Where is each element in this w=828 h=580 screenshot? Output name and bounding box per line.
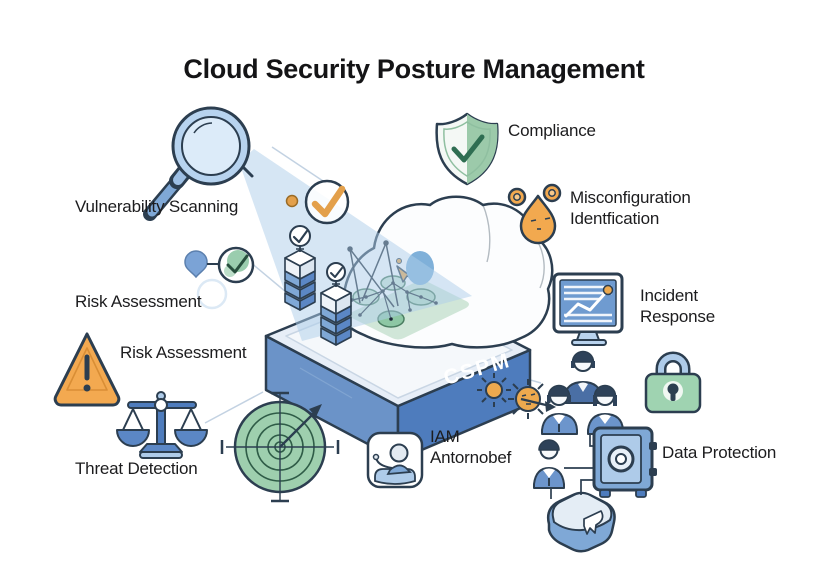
- page-title: Cloud Security Posture Management: [183, 54, 645, 85]
- person-desk-icon: [366, 431, 424, 489]
- radar-target-icon: [220, 391, 340, 503]
- misconfiguration-drop-icon: [507, 183, 562, 245]
- monitor-chart-icon: [552, 272, 624, 346]
- server-stack-icon: [284, 225, 316, 311]
- label-vulnerability-scanning: Vulnerability Scanning: [75, 197, 239, 216]
- padlock-icon: [644, 351, 702, 414]
- label-threat-detection: Threat Detection: [75, 459, 198, 478]
- safe-icon: [592, 426, 657, 498]
- label-incident-response: Incident Response: [640, 286, 715, 326]
- virus-icon: [477, 373, 556, 419]
- warning-triangle-icon: [53, 332, 121, 407]
- label-risk-assessment-1: Risk Assessment: [75, 292, 202, 311]
- faint-circle: [196, 278, 228, 310]
- server-stack-icon-2: [320, 262, 352, 346]
- pin-check-icon: [184, 246, 255, 284]
- flow-connectors: [550, 434, 594, 499]
- label-compliance: Compliance: [508, 121, 596, 140]
- orange-check-circle-icon: [285, 179, 350, 225]
- magnifying-glass-icon: [143, 106, 254, 221]
- label-data-protection: Data Protection: [662, 443, 777, 462]
- shield-check-icon: [435, 112, 499, 186]
- label-misconfiguration-identification: Misconfiguration Identfication: [570, 188, 691, 228]
- team-icon: [541, 350, 624, 435]
- storage-box-icon: [546, 491, 616, 553]
- scales-icon: [116, 391, 208, 459]
- label-risk-assessment-2: Risk Assessment: [120, 343, 247, 362]
- user-icon: [533, 439, 565, 489]
- label-iam: IAM Antornobef: [430, 427, 512, 467]
